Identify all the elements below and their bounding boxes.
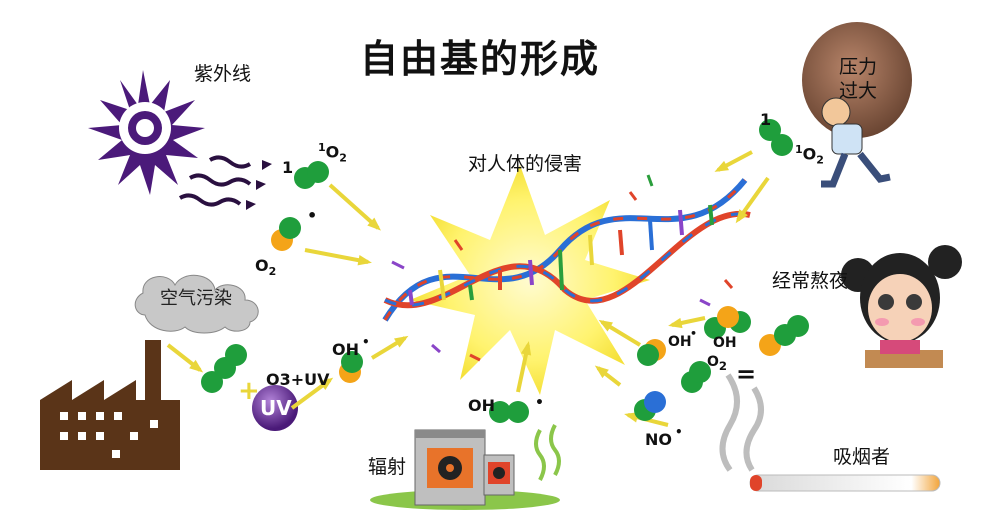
molecule-11 [634, 391, 666, 421]
air-pollution-label: 空气污染 [160, 288, 232, 309]
equals-sign: = [736, 360, 757, 388]
ozone-uv-label: O3+UV [266, 370, 330, 389]
stress-label-line1: 压力 [838, 56, 877, 78]
molecule-4 [339, 351, 363, 383]
stress-label: 压力 过大 [837, 55, 879, 103]
nitric-oxide-dot: • [675, 425, 683, 439]
arrow-5 [370, 335, 409, 360]
hydroxyl-label-right1: OH [668, 334, 692, 350]
factory-icon [40, 340, 180, 470]
singlet-o: O [325, 142, 340, 162]
molecule-7 [637, 339, 666, 366]
uv-badge-label: UV [260, 396, 292, 420]
molecule-8 [704, 306, 751, 339]
molecule-6 [759, 119, 793, 156]
smoker-label: 吸烟者 [833, 446, 891, 468]
cigarette-icon [719, 373, 941, 492]
uv-source-label: 紫外线 [194, 63, 252, 85]
pollution-cloud-icon [134, 274, 259, 334]
arrow-8 [735, 176, 770, 224]
superoxide-label: O2 [707, 355, 727, 372]
singlet-sub: 2 [339, 151, 347, 165]
molecule-2 [271, 217, 301, 251]
arrow-10 [594, 365, 622, 387]
singlet-oxygen-label-right: 1O2 [795, 144, 824, 166]
molecule-1 [294, 161, 329, 189]
stress-label-line2: 过大 [838, 80, 877, 102]
singlet-sub-right: 2 [816, 153, 824, 167]
oxygen-label-left: O2 [255, 256, 277, 279]
page-title: 自由基的形成 [360, 37, 601, 81]
hydroxyl-dot-radiation: • [535, 395, 544, 411]
uv-rays-icon [178, 155, 272, 210]
stressed-man-icon [802, 22, 912, 188]
plus-sign: + [238, 376, 260, 406]
arrow-12 [668, 316, 706, 329]
sun-icon [88, 70, 205, 195]
hydroxyl-label-radiation: OH [468, 396, 495, 415]
superoxide-o: O [707, 354, 719, 370]
singlet-superscript-right: 1 [760, 110, 772, 129]
singlet-sup: 1 [318, 141, 326, 154]
hydroxyl-dot-right1: • [690, 327, 698, 340]
singlet-sup-right: 1 [795, 143, 803, 156]
radical-dot-left: • [307, 206, 318, 225]
nitric-oxide-label: NO [645, 430, 672, 449]
radiation-label: 辐射 [368, 456, 407, 478]
arrows [166, 150, 770, 427]
superoxide-sub: 2 [718, 358, 728, 373]
arrow-1 [328, 183, 381, 231]
o2-o: O [255, 256, 269, 275]
molecule-9 [759, 315, 809, 356]
arrow-2 [304, 248, 372, 266]
radiation-barrels-icon [370, 424, 561, 510]
singlet-superscript-left: 1 [282, 158, 294, 177]
arrow-3 [166, 343, 204, 373]
singlet-oxygen-label: 1O2 [318, 142, 347, 164]
arrow-4 [290, 377, 334, 410]
molecule-5 [489, 401, 529, 423]
uv-badge [252, 385, 298, 431]
tired-girl-icon [841, 245, 962, 368]
singlet-o-right: O [802, 144, 817, 164]
hydroxyl-dot-left: • [362, 335, 370, 349]
arrow-6 [516, 341, 532, 393]
late-night-label: 经常熬夜 [772, 270, 849, 292]
molecule-3 [201, 344, 247, 393]
hydroxyl-label-left: OH [332, 340, 359, 359]
arrow-7 [714, 150, 753, 172]
molecules [201, 119, 809, 423]
dna-helix [382, 174, 751, 362]
hydroxyl-label-right2: OH [713, 335, 737, 351]
arrow-9 [598, 319, 642, 347]
harm-label: 对人体的侵害 [468, 153, 583, 175]
o2-sub: 2 [268, 265, 277, 279]
molecule-10 [681, 361, 711, 393]
